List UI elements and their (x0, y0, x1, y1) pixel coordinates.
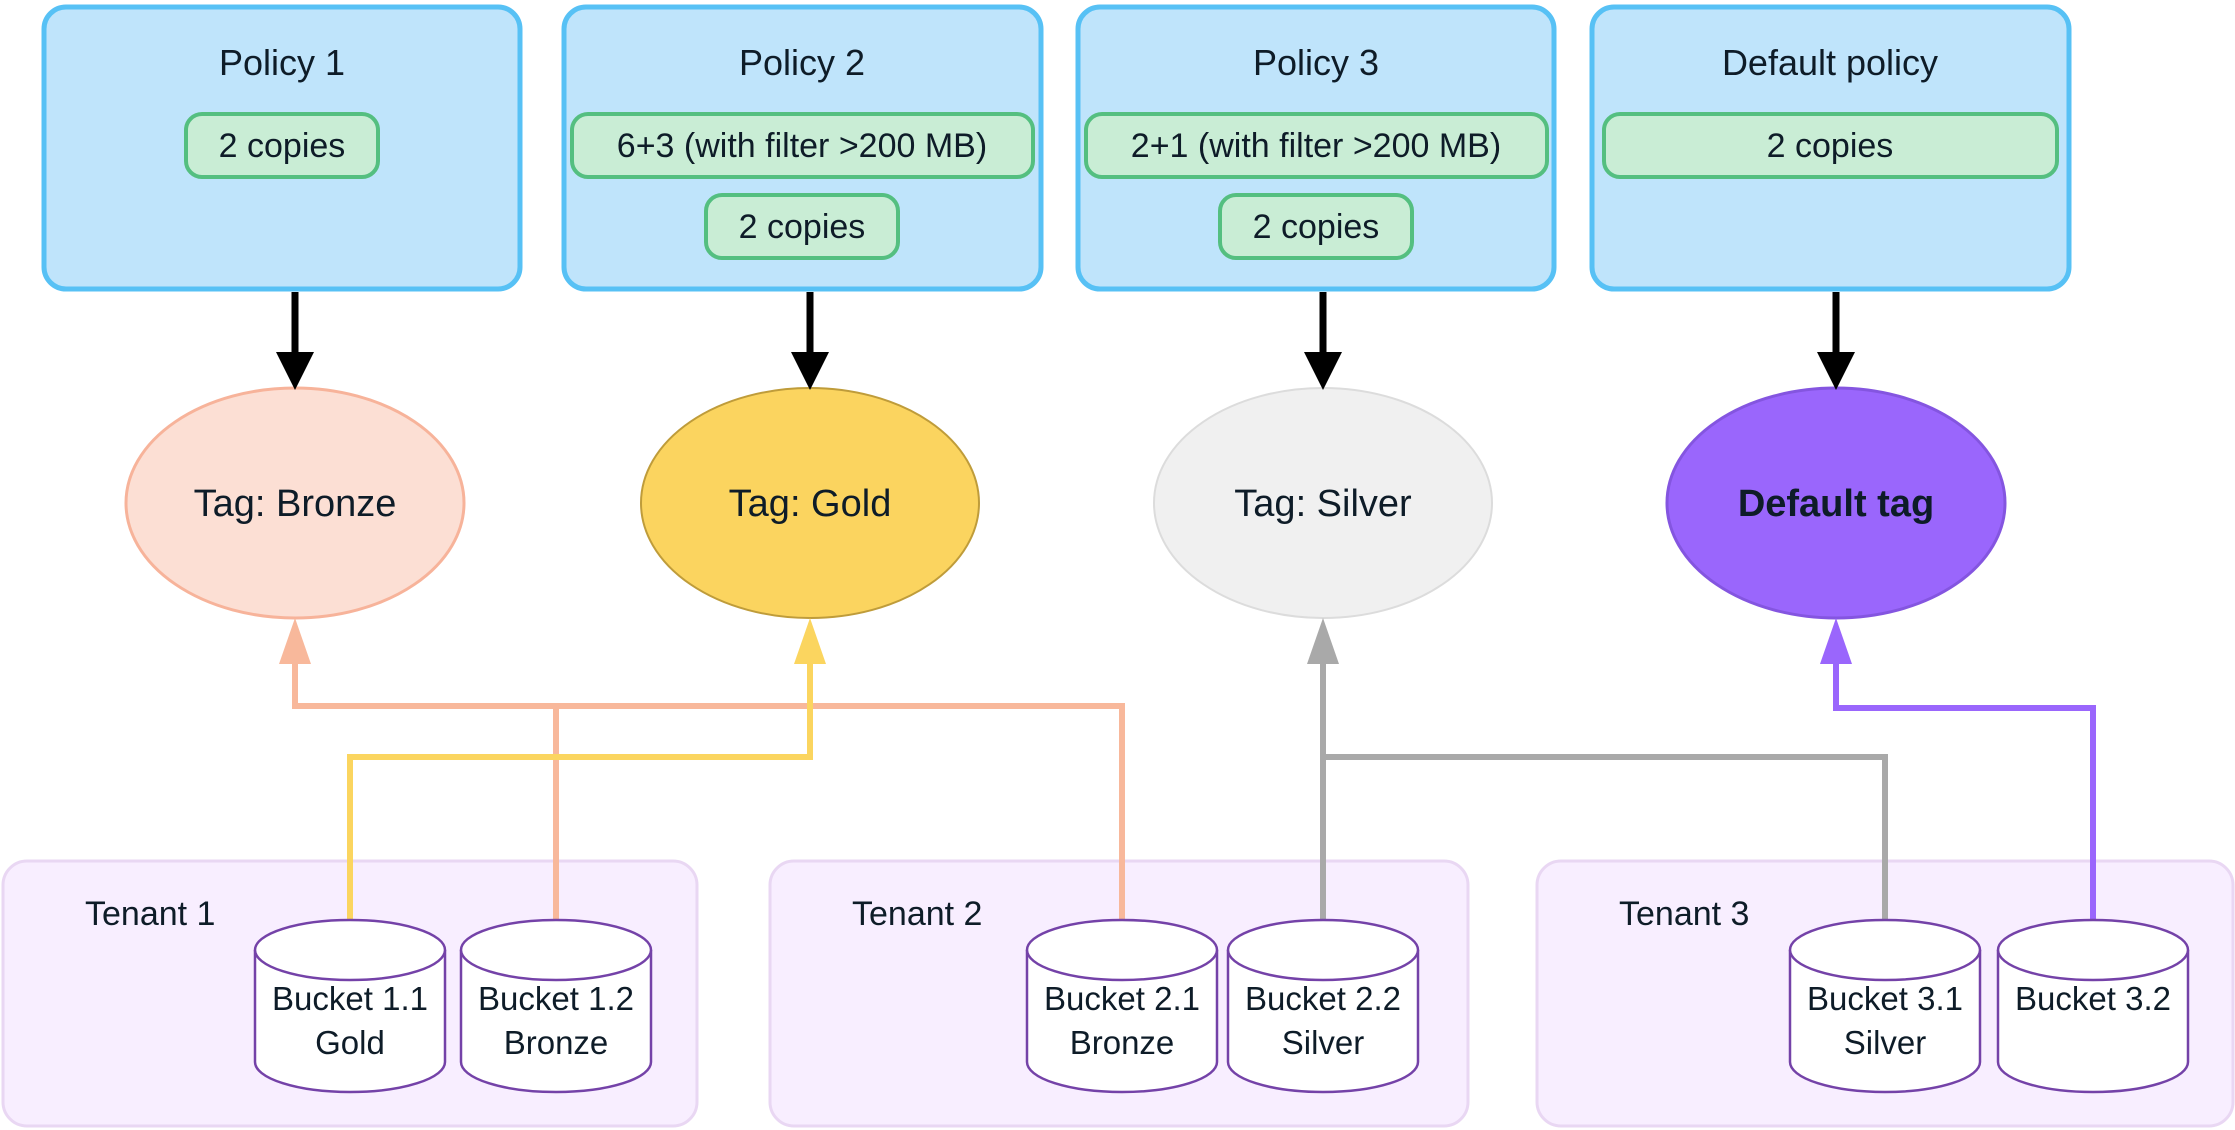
rule-badge (570, 112, 1035, 179)
tag-label: Tag: Silver (1234, 483, 1412, 525)
rule-badge-label: 2 copies (739, 208, 866, 246)
bucket-cylinder-top (253, 918, 447, 982)
tenant-name: Tenant 1 (85, 895, 215, 933)
connectors (279, 618, 2096, 935)
bucket-name: Bucket 1.1 (272, 980, 428, 1017)
tag-silver: Tag: Silver (1153, 387, 1493, 619)
tag-gold: Tag: Gold (640, 387, 980, 619)
policy-title: Default policy (1722, 42, 1938, 83)
bucket-cylinder-body (1788, 950, 1982, 1094)
bucket-cylinder-body (1025, 950, 1219, 1094)
connector-gold (347, 662, 813, 935)
bucket-cylinder-top (1996, 918, 2190, 982)
policy-box-2: Policy 2 6+3 (with filter >200 MB) 2 cop… (561, 4, 1044, 292)
bucket-tag: Silver (1844, 1024, 1927, 1061)
rule-badge-label: 6+3 (with filter >200 MB) (617, 127, 987, 165)
policy-box-default: Default policy 2 copies (1589, 4, 2072, 292)
policy-title: Policy 1 (219, 42, 345, 83)
bucket-tag: Silver (1282, 1024, 1365, 1061)
bucket-2-2: Bucket 2.2 Silver (1226, 918, 1420, 1094)
bucket-cylinder-top (1226, 918, 1420, 982)
tenant-name: Tenant 2 (852, 895, 982, 933)
policy-to-tag-arrows (276, 292, 1855, 390)
bucket-cylinder-top (1025, 918, 1219, 982)
rule-badge (1602, 112, 2059, 179)
connector-purple-arrowhead (1820, 618, 1852, 664)
rule-badge-label: 2 copies (1253, 208, 1380, 246)
policy-box-3: Policy 3 2+1 (with filter >200 MB) 2 cop… (1075, 4, 1557, 292)
connector-purple (1833, 662, 2096, 935)
bucket-name: Bucket 2.2 (1245, 980, 1401, 1017)
rule-badge (184, 112, 380, 179)
rule-badge (704, 193, 900, 260)
bucket-cylinder-body (459, 950, 653, 1094)
policy-arrow-head (791, 352, 829, 390)
bucket-name: Bucket 3.2 (2015, 980, 2171, 1017)
tag-label: Tag: Gold (729, 483, 892, 525)
bucket-name: Bucket 2.1 (1044, 980, 1200, 1017)
tag-bronze: Tag: Bronze (124, 386, 466, 620)
connector-silver-branch (1323, 754, 1888, 935)
bucket-cylinder-body (1226, 950, 1420, 1094)
policy-arrow-head (1817, 352, 1855, 390)
rule-badge-label: 2 copies (1767, 127, 1894, 165)
bucket-tag: Gold (315, 1024, 385, 1061)
connector-bronze (292, 662, 1125, 935)
tenant-name: Tenant 3 (1619, 895, 1749, 933)
bucket-name: Bucket 3.1 (1807, 980, 1963, 1017)
bucket-cylinder-body (1996, 950, 2190, 1094)
bucket-1-1: Bucket 1.1 Gold (253, 918, 447, 1094)
policy-title: Policy 3 (1253, 42, 1379, 83)
rule-badge-label: 2 copies (219, 127, 346, 165)
bucket-3-1: Bucket 3.1 Silver (1788, 918, 1982, 1094)
bucket-name: Bucket 1.2 (478, 980, 634, 1017)
connector-bronze-arrowhead (279, 618, 311, 664)
bucket-3-2: Bucket 3.2 (1996, 918, 2190, 1094)
rule-badge (1084, 112, 1549, 179)
bucket-1-2: Bucket 1.2 Bronze (459, 918, 653, 1094)
rule-badge-label: 2+1 (with filter >200 MB) (1131, 127, 1501, 165)
policy-title: Policy 2 (739, 42, 865, 83)
connector-silver-arrowhead (1307, 618, 1339, 664)
policy-box-1: Policy 1 2 copies (41, 4, 523, 292)
bucket-cylinder-top (1788, 918, 1982, 982)
rule-badge (1218, 193, 1414, 260)
connector-gold-arrowhead (794, 618, 826, 664)
bucket-tag: Bronze (504, 1024, 609, 1061)
tag-default: Default tag (1665, 386, 2007, 620)
bucket-tag: Bronze (1070, 1024, 1175, 1061)
tag-label: Tag: Bronze (194, 483, 397, 525)
policy-arrow-head (276, 352, 314, 390)
tag-label: Default tag (1738, 483, 1934, 525)
bucket-2-1: Bucket 2.1 Bronze (1025, 918, 1219, 1094)
bucket-cylinder-body (253, 950, 447, 1094)
policy-arrow-head (1304, 352, 1342, 390)
bucket-cylinder-top (459, 918, 653, 982)
